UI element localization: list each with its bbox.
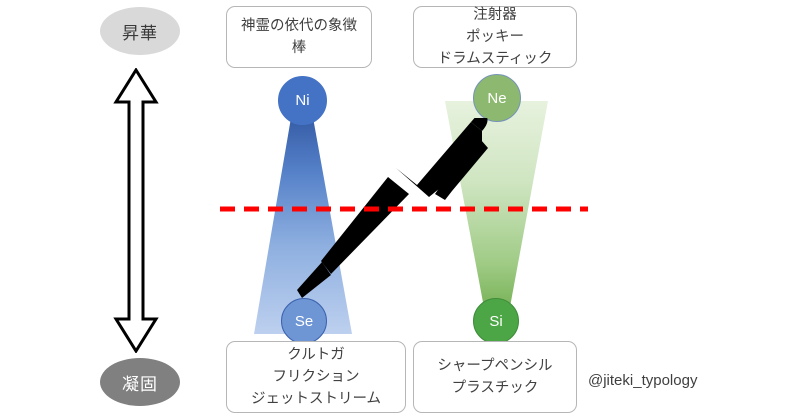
label-box-se-line-1: クルトガ [287,346,345,363]
function-node-ni-label: Ni [295,92,310,109]
function-node-ne[interactable]: Ne [473,74,521,122]
label-box-si-line-1: シャープペンシル [437,357,553,374]
label-box-ne-line-1: 注射器 [473,6,517,23]
function-node-si[interactable]: Si [473,298,519,344]
credit-handle: @jiteki_typology [588,372,698,389]
label-box-se-line-3: ジェットストリーム [250,391,382,408]
double-headed-vertical-arrow-icon [113,68,159,353]
phase-label-sublimation: 昇華 [100,7,180,55]
function-node-ne-label: Ne [487,89,507,107]
phase-label-solidification-text: 凝固 [122,374,158,394]
label-box-ni: 神霊の依代の象徴 棒 [226,6,372,68]
label-box-ne: 注射器 ポッキー ドラムスティック [413,6,577,68]
function-node-se-label: Se [294,312,314,330]
ballpoint-pen-icon [297,118,488,298]
label-box-ni-line-1: 神霊の依代の象徴 [241,17,357,34]
label-box-se: クルトガ フリクション ジェットストリーム [226,341,406,413]
label-box-si-line-2: プラスチック [451,380,539,396]
label-box-se-line-2: フリクション [272,368,360,385]
label-box-ni-line-2: 棒 [291,40,307,56]
phase-label-sublimation-text: 昇華 [122,23,158,43]
function-node-se[interactable]: Se [281,298,327,344]
label-box-ne-line-3: ドラムスティック [437,51,553,68]
red-dashed-threshold-line [220,206,588,212]
function-node-si-label: Si [489,312,503,330]
function-node-ni[interactable]: Ni [278,76,327,125]
label-box-si: シャープペンシル プラスチック [413,341,577,413]
phase-label-solidification: 凝固 [100,358,180,406]
label-box-ne-line-2: ポッキー [466,28,524,45]
